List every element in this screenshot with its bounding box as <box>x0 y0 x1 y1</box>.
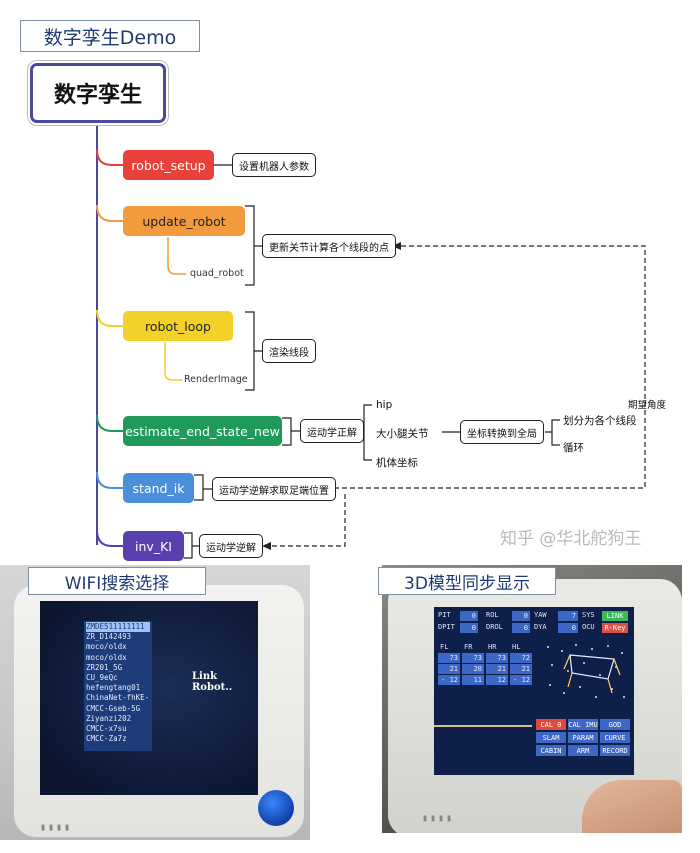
cal-zero-button[interactable]: CAL 0 <box>536 719 566 730</box>
hud-drol: DROL <box>486 623 503 631</box>
slam-button[interactable]: SLAM <box>536 732 566 743</box>
leg-cell: - 12 <box>438 675 460 685</box>
hud-ocu-value: R-Key <box>602 623 628 633</box>
note-estimate: 运动学正解 <box>300 419 364 443</box>
fk-item-hip: hip <box>376 399 393 411</box>
hud-rol: ROL <box>486 611 499 619</box>
wifi-network-item[interactable]: Ziyanzi202 <box>86 713 132 723</box>
hud-rol-value: 0 <box>512 611 530 621</box>
hud-drol-value: 0 <box>512 623 530 633</box>
wifi-network-item[interactable]: CMCC-Za7z <box>86 734 127 744</box>
node-inv-ki: inv_KI <box>123 531 184 561</box>
leg-cell: 73 <box>486 653 508 663</box>
wifi-photo-label: WIFI搜索选择 <box>28 567 206 595</box>
model-photo: PIT 0 ROL 0 YAW 7 SYS LINK DPIT 0 DROL 0… <box>382 565 682 833</box>
model-photo-label: 3D模型同步显示 <box>378 567 556 595</box>
hud-pit: PIT <box>438 611 451 619</box>
wifi-network-item[interactable]: ZR_D142493 <box>86 632 132 642</box>
god-button[interactable]: GOD <box>600 719 630 730</box>
leg-hr-header: HR <box>488 643 497 651</box>
wifi-network-item[interactable]: moco/oldx <box>86 652 127 662</box>
wifi-network-item[interactable]: CMCC-Gseb-5G <box>86 703 141 713</box>
arm-button[interactable]: ARM <box>568 745 598 756</box>
wifi-network-item[interactable]: moco/oldx <box>86 642 127 652</box>
leg-cell: 73 <box>462 653 484 663</box>
cabin-button[interactable]: CABIN <box>536 745 566 756</box>
node-robot-setup: robot_setup <box>123 150 214 180</box>
leg-cell: 11 <box>462 675 484 685</box>
note-update-robot: 更新关节计算各个线段的点 <box>262 234 396 258</box>
hud-dya-value: 0 <box>558 623 578 633</box>
model-screen: PIT 0 ROL 0 YAW 7 SYS LINK DPIT 0 DROL 0… <box>434 607 634 775</box>
cal-imu-button[interactable]: CAL IMU <box>568 719 598 730</box>
robot-wireframe <box>547 644 625 698</box>
note-robot-loop: 渲染线段 <box>262 339 316 363</box>
wifi-network-item[interactable]: hefengtang01 <box>86 683 141 693</box>
hud-pit-value: 0 <box>460 611 478 621</box>
hud-ocu: OCU <box>582 623 595 631</box>
param-button[interactable]: PARAM <box>568 732 598 743</box>
leg-cell: 73 <box>438 653 460 663</box>
leg-cell: 12 <box>486 675 508 685</box>
leg-fl-header: FL <box>440 643 449 651</box>
leg-fr-header: FR <box>464 643 473 651</box>
record-button[interactable]: RECORD <box>600 745 630 756</box>
device-vent: ▮▮▮▮ <box>422 813 455 824</box>
note-inv-ki: 运动学逆解 <box>199 534 263 558</box>
hud-dpit: DPIT <box>438 623 455 631</box>
diagram-title: 数字孪生Demo <box>20 20 200 52</box>
watermark: 知乎 @华北舵狗王 <box>500 529 642 549</box>
transform-box: 坐标转换到全局 <box>460 420 544 444</box>
wifi-network-item[interactable]: CMCC-x7su <box>86 724 127 734</box>
device-knob[interactable] <box>258 790 294 826</box>
horizon-line <box>434 725 532 727</box>
note-stand-ik: 运动学逆解求取足端位置 <box>212 477 336 501</box>
leg-cell: 72 <box>510 653 532 663</box>
curve-button[interactable]: CURVE <box>600 732 630 743</box>
hud-yaw-value: 7 <box>558 611 578 621</box>
sub-render-image: RenderImage <box>184 374 248 385</box>
transform-item-loop: 循环 <box>563 442 584 454</box>
wifi-screen: ZMDE511111111 ZR_D142493 moco/oldx moco/… <box>40 601 258 795</box>
hud-dya: DYA <box>534 623 547 631</box>
node-robot-loop: robot_loop <box>123 311 233 341</box>
transform-item-segments: 划分为各个线段 <box>563 415 637 427</box>
leg-cell: 21 <box>510 664 532 674</box>
leg-cell: 21 <box>486 664 508 674</box>
wifi-network-item[interactable]: ZR201_5G <box>86 662 123 672</box>
hand <box>582 780 682 833</box>
hud-yaw: YAW <box>534 611 547 619</box>
wifi-photo: ZMDE511111111 ZR_D142493 moco/oldx moco/… <box>0 565 310 840</box>
leg-cell: 21 <box>438 664 460 674</box>
node-stand-ik: stand_ik <box>123 473 194 503</box>
fk-item-body-frame: 机体坐标 <box>376 457 418 469</box>
hud-sys-value: LINK <box>602 611 628 621</box>
sub-quad-robot: quad_robot <box>190 268 244 279</box>
leg-cell: - 12 <box>510 675 532 685</box>
fk-item-leg-joint: 大小腿关节 <box>376 428 429 440</box>
feedback-label: 期望角度 <box>628 400 667 411</box>
wifi-network-item[interactable]: ZMDE511111111 <box>86 622 150 633</box>
node-update-robot: update_robot <box>123 206 245 236</box>
leg-hl-header: HL <box>512 643 521 651</box>
node-estimate-end-state: estimate_end_state_new <box>123 416 282 446</box>
note-robot-setup: 设置机器人参数 <box>232 153 316 177</box>
link-robot-status: Link Robot.. <box>192 671 233 693</box>
wifi-network-item[interactable]: ChinaNet-fhKE- <box>86 693 150 703</box>
wifi-network-list[interactable]: ZMDE511111111 ZR_D142493 moco/oldx moco/… <box>84 621 152 751</box>
root-node: 数字孪生 <box>30 63 166 123</box>
hud-dpit-value: 0 <box>460 623 478 633</box>
leg-cell: 20 <box>462 664 484 674</box>
wifi-network-item[interactable]: CU_9eQc <box>86 673 118 683</box>
device-vent: ▮▮▮▮ <box>40 822 73 833</box>
hud-sys: SYS <box>582 611 595 619</box>
